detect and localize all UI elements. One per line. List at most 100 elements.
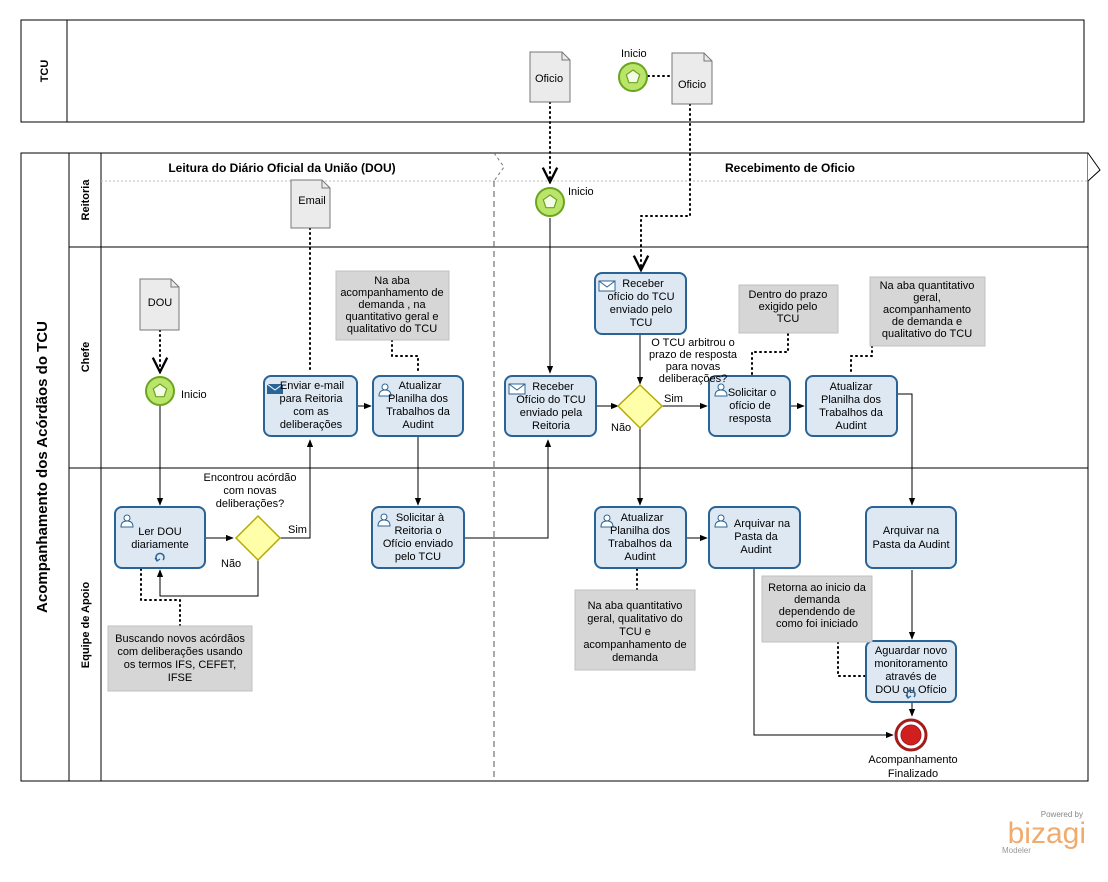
task-arquivar-1-line2: Pasta da bbox=[734, 531, 778, 543]
note-buscando-line4: IFSE bbox=[168, 672, 192, 684]
lane-chefe-title: Chefe bbox=[80, 342, 92, 373]
task-atualizar-1-line2: Planilha dos bbox=[388, 393, 448, 405]
note-buscando: Buscando novos acórdãos com deliberações… bbox=[107, 625, 253, 692]
gateway-2-nao-label: Não bbox=[611, 422, 631, 434]
start-event-chefe-label: Inicio bbox=[181, 389, 207, 401]
branding-powered: Powered by bbox=[1041, 810, 1083, 819]
note-aba-demanda-line5: qualitativo do TCU bbox=[347, 323, 437, 335]
note-prazo: Dentro do prazo exigido pelo TCU bbox=[738, 284, 839, 334]
task-solicitar-oficio-line3: resposta bbox=[729, 413, 772, 425]
task-ler-dou[interactable]: Ler DOU diariamente bbox=[114, 506, 206, 569]
note-aba-demanda-line4: quantitativo geral e bbox=[346, 311, 439, 323]
note-aba-demanda-line1: Na aba bbox=[374, 275, 410, 287]
phase-leitura-title: Leitura do Diário Oficial da União (DOU) bbox=[168, 161, 395, 175]
start-event-tcu[interactable] bbox=[618, 62, 648, 92]
start-event-chefe[interactable] bbox=[145, 376, 175, 406]
document-oficio-1-label: Oficio bbox=[535, 73, 563, 85]
task-aguardar-monitoramento[interactable]: Aguardar novo monitoramento através de D… bbox=[865, 640, 957, 703]
task-arquivar-1-line3: Audint bbox=[740, 544, 771, 556]
task-enviar-email[interactable]: Enviar e-mail para Reitoria com as delib… bbox=[263, 375, 358, 437]
start-event-tcu-label: Inicio bbox=[621, 48, 647, 60]
task-receber-chefe-line2: ofício do TCU bbox=[607, 291, 674, 303]
task-receber-chefe-line4: TCU bbox=[630, 317, 653, 329]
start-event-reitoria-label: Inicio bbox=[568, 186, 594, 198]
phase-recebimento-title: Recebimento de Oficio bbox=[725, 161, 855, 175]
document-dou-label: DOU bbox=[148, 297, 173, 309]
sequence-flows bbox=[156, 218, 916, 739]
end-event-label-2: Finalizado bbox=[888, 768, 938, 780]
note-aba-quant-2-line3: TCU e bbox=[619, 626, 651, 638]
task-atualizar-2-line1: Atualizar bbox=[830, 381, 873, 393]
task-enviar-email-line3: com as bbox=[293, 406, 329, 418]
task-receber-chefe-line1: Receber bbox=[622, 278, 664, 290]
task-atualizar-3-line3: Trabalhos da bbox=[608, 538, 673, 550]
task-arquivar-2[interactable]: Arquivar na Pasta da Audint bbox=[865, 506, 957, 569]
note-aba-demanda: Na aba acompanhamento de demanda , na qu… bbox=[335, 270, 450, 341]
note-aba-demanda-line3: demanda , na bbox=[358, 299, 426, 311]
task-ler-dou-line2: diariamente bbox=[131, 539, 188, 551]
task-atualizar-1-line3: Trabalhos da bbox=[386, 406, 451, 418]
task-solicitar-oficio-resposta[interactable]: Solicitar o ofício de resposta bbox=[708, 375, 791, 437]
note-aba-quant-1-line4: de demanda e bbox=[892, 316, 962, 328]
task-receber-reitoria-line3: enviado pela bbox=[520, 407, 583, 419]
note-aba-quant-1-line3: acompanhamento bbox=[883, 304, 971, 316]
task-atualizar-planilha-1[interactable]: Atualizar Planilha dos Trabalhos da Audi… bbox=[372, 375, 464, 437]
end-event[interactable] bbox=[894, 718, 928, 752]
branding-name: bizagi bbox=[1008, 817, 1086, 850]
gateway-2-sim-label: Sim bbox=[664, 393, 683, 405]
task-atualizar-3-line2: Planilha dos bbox=[610, 525, 670, 537]
document-oficio-2-label: Oficio bbox=[678, 79, 706, 91]
gateway-tcu-arbitrou[interactable] bbox=[616, 383, 664, 430]
note-aba-quant-2-line5: demanda bbox=[612, 652, 659, 664]
task-arquivar-1[interactable]: Arquivar na Pasta da Audint bbox=[708, 506, 801, 569]
task-atualizar-planilha-2[interactable]: Atualizar Planilha dos Trabalhos da Audi… bbox=[805, 375, 898, 437]
note-aba-quant-1-line5: qualitativo do TCU bbox=[882, 328, 972, 340]
task-atualizar-planilha-3[interactable]: Atualizar Planilha dos Trabalhos da Audi… bbox=[594, 506, 687, 569]
note-buscando-line1: Buscando novos acórdãos bbox=[115, 633, 245, 645]
note-prazo-line3: TCU bbox=[777, 313, 800, 325]
task-solicitar-reitoria-line2: Reitoria o bbox=[394, 525, 441, 537]
note-retorna-line3: dependendo de bbox=[779, 606, 855, 618]
task-enviar-email-line1: Enviar e-mail bbox=[280, 380, 344, 392]
note-prazo-line2: exigido pelo bbox=[759, 301, 818, 313]
note-aba-quantitativo-1: Na aba quantitativo geral, acompanhament… bbox=[869, 276, 986, 347]
document-oficio-1[interactable]: Oficio bbox=[529, 51, 571, 103]
task-atualizar-1-line1: Atualizar bbox=[399, 380, 442, 392]
task-aguardar-line2: monitoramento bbox=[874, 658, 947, 670]
pool-tcu-title: TCU bbox=[39, 60, 51, 83]
note-prazo-line1: Dentro do prazo bbox=[749, 289, 828, 301]
note-aba-quant-2-line2: geral, qualitativo do bbox=[587, 613, 682, 625]
task-aguardar-line1: Aguardar novo bbox=[875, 645, 947, 657]
task-ler-dou-line1: Ler DOU bbox=[138, 526, 181, 538]
branding-product: Modeler bbox=[1002, 846, 1031, 855]
note-aba-quant-2-line4: acompanhamento de bbox=[583, 639, 686, 651]
document-email[interactable]: Email bbox=[290, 179, 331, 229]
task-atualizar-3-line1: Atualizar bbox=[621, 512, 664, 524]
note-retorna-line1: Retorna ao inicio da bbox=[768, 582, 867, 594]
note-aba-quantitativo-2: Na aba quantitativo geral, qualitativo d… bbox=[574, 589, 696, 671]
task-atualizar-3-line4: Audint bbox=[624, 551, 655, 563]
gateway-encontrou-acordao[interactable] bbox=[234, 514, 282, 562]
start-event-reitoria[interactable] bbox=[535, 187, 565, 217]
document-dou[interactable]: DOU bbox=[139, 278, 180, 331]
note-aba-demanda-line2: acompanhamento de bbox=[340, 287, 443, 299]
task-solicitar-oficio-line2: ofício de bbox=[729, 400, 771, 412]
task-atualizar-1-line4: Audint bbox=[402, 419, 433, 431]
document-oficio-2[interactable]: Oficio bbox=[671, 52, 713, 105]
task-receber-reitoria-line2: Ofício do TCU bbox=[516, 394, 586, 406]
bizagi-logo: Powered by bizagi Modeler bbox=[1002, 810, 1086, 855]
task-receber-oficio-reitoria[interactable]: Receber Ofício do TCU enviado pela Reito… bbox=[504, 375, 597, 437]
gateway-1-question-line3: deliberações? bbox=[216, 498, 285, 510]
task-receber-oficio-chefe[interactable]: Receber ofício do TCU enviado pelo TCU bbox=[594, 272, 687, 335]
note-aba-quant-2-line1: Na aba quantitativo bbox=[588, 600, 683, 612]
task-solicitar-reitoria[interactable]: Solicitar à Reitoria o Ofício enviado pe… bbox=[371, 506, 465, 569]
gateway-2-question-line2: prazo de resposta bbox=[649, 349, 738, 361]
note-retorna-line4: como foi iniciado bbox=[776, 618, 858, 630]
note-buscando-line2: com deliberações usando bbox=[117, 646, 242, 658]
gateway-2-question-line1: O TCU arbitrou o bbox=[651, 337, 735, 349]
task-atualizar-2-line3: Trabalhos da bbox=[819, 407, 884, 419]
pool-main-title: Acompanhamento dos Acórdãos do TCU bbox=[34, 321, 51, 613]
document-email-label: Email bbox=[298, 195, 326, 207]
gateway-2-question-line3: para novas bbox=[666, 361, 721, 373]
gateway-1-nao-label: Não bbox=[221, 558, 241, 570]
